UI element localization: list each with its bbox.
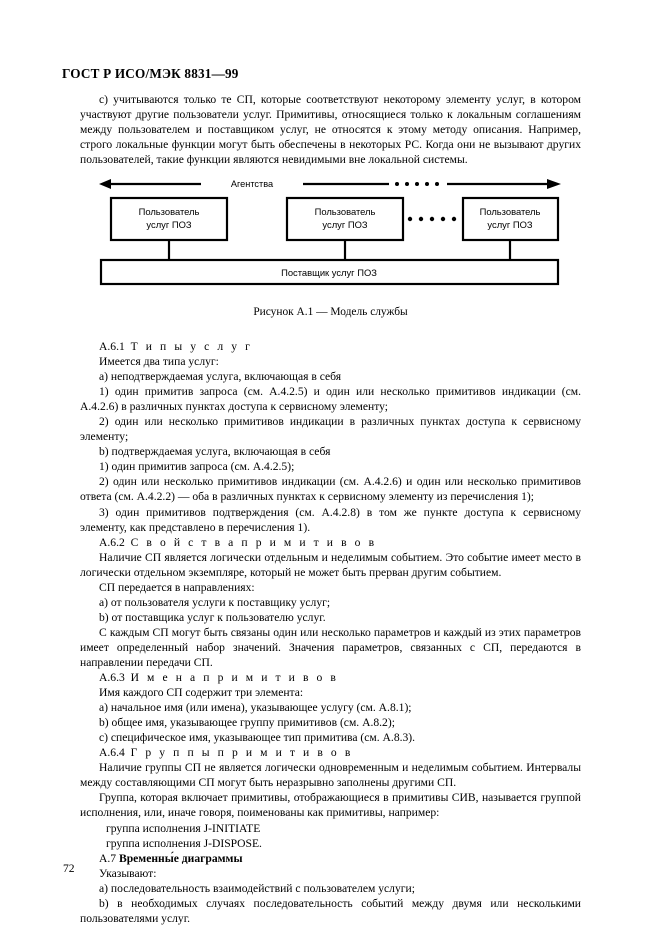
a61-item-b-1: 1) один примитив запроса (см. А.4.2.5); (99, 460, 295, 474)
heading-a6-2-number: А.6.2 (99, 535, 125, 549)
heading-a6-4: А.6.4 Г р у п п ы п р и м и т и в о в (80, 745, 581, 760)
a62-paragraph-1: Наличие СП является логически отдельным … (80, 550, 581, 579)
a64-group-1: группа исполнения J-INITIATE (106, 821, 261, 835)
heading-a6-2-text: С в о й с т в а п р и м и т и в о в (130, 535, 377, 549)
heading-a7-number: А.7 (99, 851, 117, 865)
a61-item-a: а) неподтверждаемая услуга, включающая в… (99, 370, 342, 384)
a62-item-a: а) от пользователя услуги к поставщику у… (99, 595, 331, 609)
user-box-1-line2: услуг ПОЗ (146, 219, 191, 230)
figure-a1-svg: Агентства Пользователь услуг ПОЗ Пользов… (99, 179, 561, 286)
a61-lead: Имеется два типа услуг: (99, 355, 219, 369)
a62-item-b: b) от поставщика услуг к пользователю ус… (99, 610, 326, 624)
figure-a1: Агентства Пользователь услуг ПОЗ Пользов… (97, 176, 563, 288)
user-box-1 (109, 196, 229, 242)
heading-a7: А.7 Временны́е диаграммы (80, 851, 581, 866)
a64-paragraph-1: Наличие группы СП не является логически … (80, 761, 581, 790)
heading-a6-2: А.6.2 С в о й с т в а п р и м и т и в о … (80, 535, 581, 550)
user-box-2-line2: услуг ПОЗ (322, 219, 367, 230)
a64-group-2: группа исполнения J-DISPOSE. (106, 836, 262, 850)
intro-block: с) учитываются только те СП, которые соо… (80, 92, 581, 167)
heading-a6-1-number: А.6.1 (99, 340, 125, 353)
heading-a6-4-number: А.6.4 (99, 746, 125, 760)
a63-item-b: b) общее имя, указывающее группу примити… (99, 716, 395, 730)
a63-item-c: с) специфическое имя, указывающее тип пр… (99, 731, 416, 745)
a7-item-b: b) в необходимых случаях последовательно… (80, 896, 581, 925)
heading-a6-4-text: Г р у п п ы п р и м и т и в о в (130, 746, 353, 760)
a7-item-a: а) последовательность взаимодействий с п… (99, 881, 415, 895)
a62-paragraph-2: СП передается в направлениях: (99, 580, 255, 594)
a61-item-a-2: 2) один или несколько примитивов индикац… (80, 415, 581, 444)
a61-item-b-2: 2) один или несколько примитивов индикац… (80, 475, 581, 504)
heading-a6-3-number: А.6.3 (99, 671, 125, 685)
user-box-2-line1: Пользователь (315, 206, 376, 217)
user-box-3-line2: услуг ПОЗ (487, 219, 532, 230)
provider-bar (99, 258, 560, 286)
a64-paragraph-2: Группа, которая включает примитивы, отоб… (80, 791, 581, 820)
page-number: 72 (63, 862, 75, 875)
figure-a1-caption: Рисунок А.1 — Модель службы (253, 306, 408, 318)
middle-ellipsis-dots (407, 216, 457, 222)
heading-a6-3: А.6.3 И м е н а п р и м и т и в о в (80, 670, 581, 685)
figure-agency-label: Агентства (231, 179, 274, 189)
user-box-1-line1: Пользователь (139, 206, 200, 217)
heading-a6-1: А.6.1 Т и п ы у с л у г (80, 339, 581, 354)
running-header: ГОСТ Р ИСО/МЭК 8831—99 (62, 66, 239, 81)
right-arrow-head (547, 179, 561, 189)
a62-paragraph-3: С каждым СП могут быть связаны один или … (80, 625, 581, 669)
left-arrow-head (99, 179, 111, 189)
a63-item-a: а) начальное имя (или имена), указывающе… (99, 701, 412, 715)
heading-a7-text: Временны́е диаграммы (118, 851, 243, 865)
a61-item-a-1: 1) один примитив запроса (см. А.4.2.5) и… (80, 385, 581, 414)
a61-item-b: b) подтверждаемая услуга, включающая в с… (99, 445, 331, 459)
body-block: А.6.1 Т и п ы у с л у г Имеется два типа… (80, 339, 581, 926)
intro-paragraph: с) учитываются только те СП, которые соо… (80, 93, 581, 167)
user-box-3 (461, 196, 560, 242)
heading-a6-1-text: Т и п ы у с л у г (130, 340, 253, 353)
provider-bar-label: Поставщик услуг ПОЗ (281, 267, 377, 278)
top-ellipsis-dots (395, 182, 439, 186)
a7-lead: Указывают: (99, 866, 157, 880)
a63-lead: Имя каждого СП содержит три элемента: (99, 686, 304, 700)
heading-a6-3-text: И м е н а п р и м и т и в о в (130, 671, 339, 685)
user-box-3-line1: Пользователь (480, 206, 541, 217)
a61-item-b-3: 3) один примитивов подтверждения (см. А.… (80, 505, 581, 534)
